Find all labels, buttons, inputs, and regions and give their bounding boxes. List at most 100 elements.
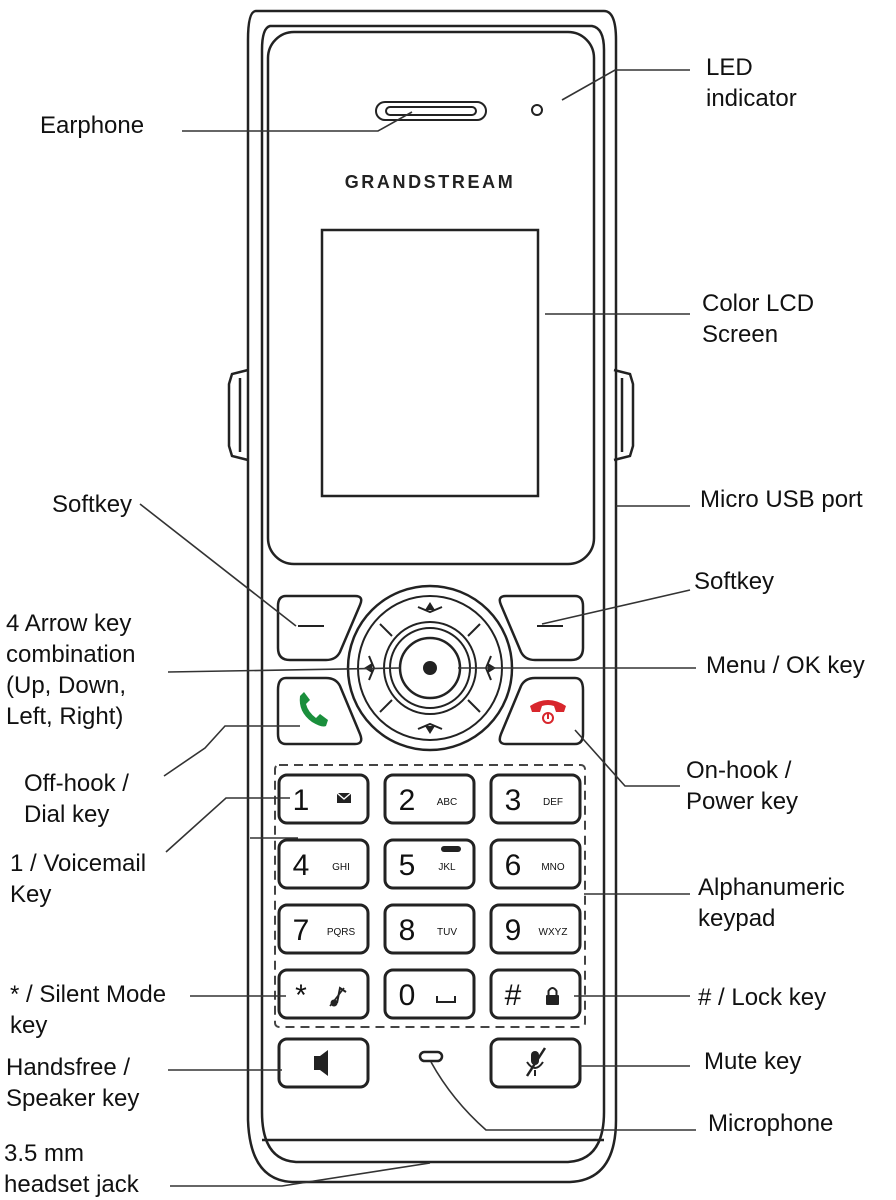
front-panel: [266, 30, 596, 566]
key-letters: PQRS: [327, 927, 356, 938]
handsfree-speaker-key[interactable]: [277, 1037, 370, 1089]
key-digit: 0: [399, 979, 416, 1012]
key-6[interactable]: 6 MNO: [489, 838, 582, 890]
mute-key[interactable]: [489, 1037, 582, 1089]
side-button-right: [613, 368, 635, 462]
label-led-indicator: LED indicator: [706, 52, 797, 114]
key-digit: 6: [505, 849, 522, 882]
key-hash-lock[interactable]: #: [489, 968, 582, 1020]
phone-body: [246, 9, 618, 1184]
key-4[interactable]: 4 GHI: [277, 838, 370, 890]
key-digit: 7: [293, 914, 310, 947]
leader-onhook: [574, 729, 680, 787]
led-indicator: [531, 104, 543, 116]
label-line: Earphone: [40, 112, 145, 139]
key-digit: *: [295, 979, 307, 1012]
label-line: Mute key: [704, 1048, 802, 1075]
key-0[interactable]: 0: [383, 968, 476, 1020]
label-mute-key: Mute key: [704, 1046, 801, 1077]
leader-microphone: [430, 1061, 696, 1131]
leader-softkey-left: [139, 503, 297, 627]
label-alphanumeric-keypad: Alphanumeric keypad: [698, 872, 845, 934]
label-line: Menu / OK key: [706, 652, 865, 679]
label-lock-key: # / Lock key: [698, 982, 826, 1013]
key-star-silent[interactable]: *: [277, 968, 370, 1020]
key-9[interactable]: 9 WXYZ: [489, 903, 582, 955]
key-digit: 4: [293, 849, 310, 882]
leader-offhook: [163, 725, 300, 777]
key-letters: JKL: [438, 862, 456, 873]
label-line: Softkey: [694, 568, 775, 595]
label-line: Off-hook /: [24, 770, 129, 797]
label-line: indicator: [706, 85, 797, 112]
label-off-hook-dial-key: Off-hook / Dial key: [24, 768, 129, 830]
mute-mic-icon: [525, 1047, 547, 1077]
label-line: Speaker key: [6, 1085, 140, 1112]
label-line: (Up, Down,: [6, 672, 127, 699]
arrow-up-icon: [425, 602, 435, 610]
label-line: Power key: [686, 788, 799, 815]
label-line: Softkey: [52, 491, 133, 518]
earphone-grille: [375, 101, 487, 121]
label-line: Alphanumeric: [698, 874, 845, 901]
off-hook-dial-key[interactable]: [276, 676, 363, 746]
label-softkey-left: Softkey: [52, 489, 132, 520]
key-digit: 1: [293, 784, 310, 817]
label-handsfree-speaker-key: Handsfree / Speaker key: [6, 1052, 139, 1114]
alphanumeric-keypad-frame: [274, 764, 586, 1028]
key-letters: WXYZ: [539, 927, 568, 938]
label-line: LED: [706, 54, 753, 81]
label-line: headset jack: [4, 1171, 139, 1198]
key-letters: ABC: [437, 797, 458, 808]
key-letters: MNO: [541, 862, 565, 873]
label-micro-usb-port: Micro USB port: [700, 484, 863, 515]
menu-ok-key[interactable]: [398, 636, 462, 700]
label-line: Key: [10, 881, 52, 908]
key-8[interactable]: 8 TUV: [383, 903, 476, 955]
leader-softkey-right: [541, 589, 691, 625]
key-digit: 8: [399, 914, 416, 947]
space-icon: [436, 996, 456, 1003]
side-button-left: [227, 368, 249, 462]
arrow-down-icon: [425, 726, 435, 734]
speaker-icon: [314, 1050, 328, 1076]
on-hook-power-key[interactable]: [498, 676, 585, 746]
label-line: key: [10, 1012, 48, 1039]
key-digit: 2: [399, 784, 416, 817]
envelope-icon: [336, 792, 352, 803]
lock-icon: [546, 987, 559, 1005]
key-digit: 9: [505, 914, 522, 947]
softkey-left[interactable]: [276, 594, 363, 662]
softkey-right[interactable]: [498, 594, 585, 662]
key-digit: #: [505, 979, 522, 1012]
label-silent-mode-key: * / Silent Mode key: [10, 979, 166, 1041]
leader-arrow: [167, 667, 401, 673]
leader-earphone: [182, 111, 413, 132]
key-letters: GHI: [332, 862, 350, 873]
label-line: * / Silent Mode: [10, 981, 167, 1008]
key-1-voicemail[interactable]: 1: [277, 773, 370, 825]
label-softkey-right: Softkey: [694, 566, 774, 597]
phone-green-icon: [299, 692, 328, 727]
label-line: Microphone: [708, 1110, 834, 1137]
label-line: keypad: [698, 905, 776, 932]
key-letters: TUV: [437, 927, 457, 938]
key-7[interactable]: 7 PQRS: [277, 903, 370, 955]
label-line: On-hook /: [686, 757, 792, 784]
key-2[interactable]: 2 ABC: [383, 773, 476, 825]
leader-led: [561, 69, 690, 101]
label-line: Handsfree /: [6, 1054, 131, 1081]
label-line: Dial key: [24, 801, 110, 828]
label-line: Color LCD: [702, 290, 815, 317]
color-lcd-screen: [320, 228, 540, 498]
label-line: Left, Right): [6, 703, 124, 730]
leader-voicemail: [165, 797, 298, 853]
phone-red-icon: [530, 700, 566, 712]
